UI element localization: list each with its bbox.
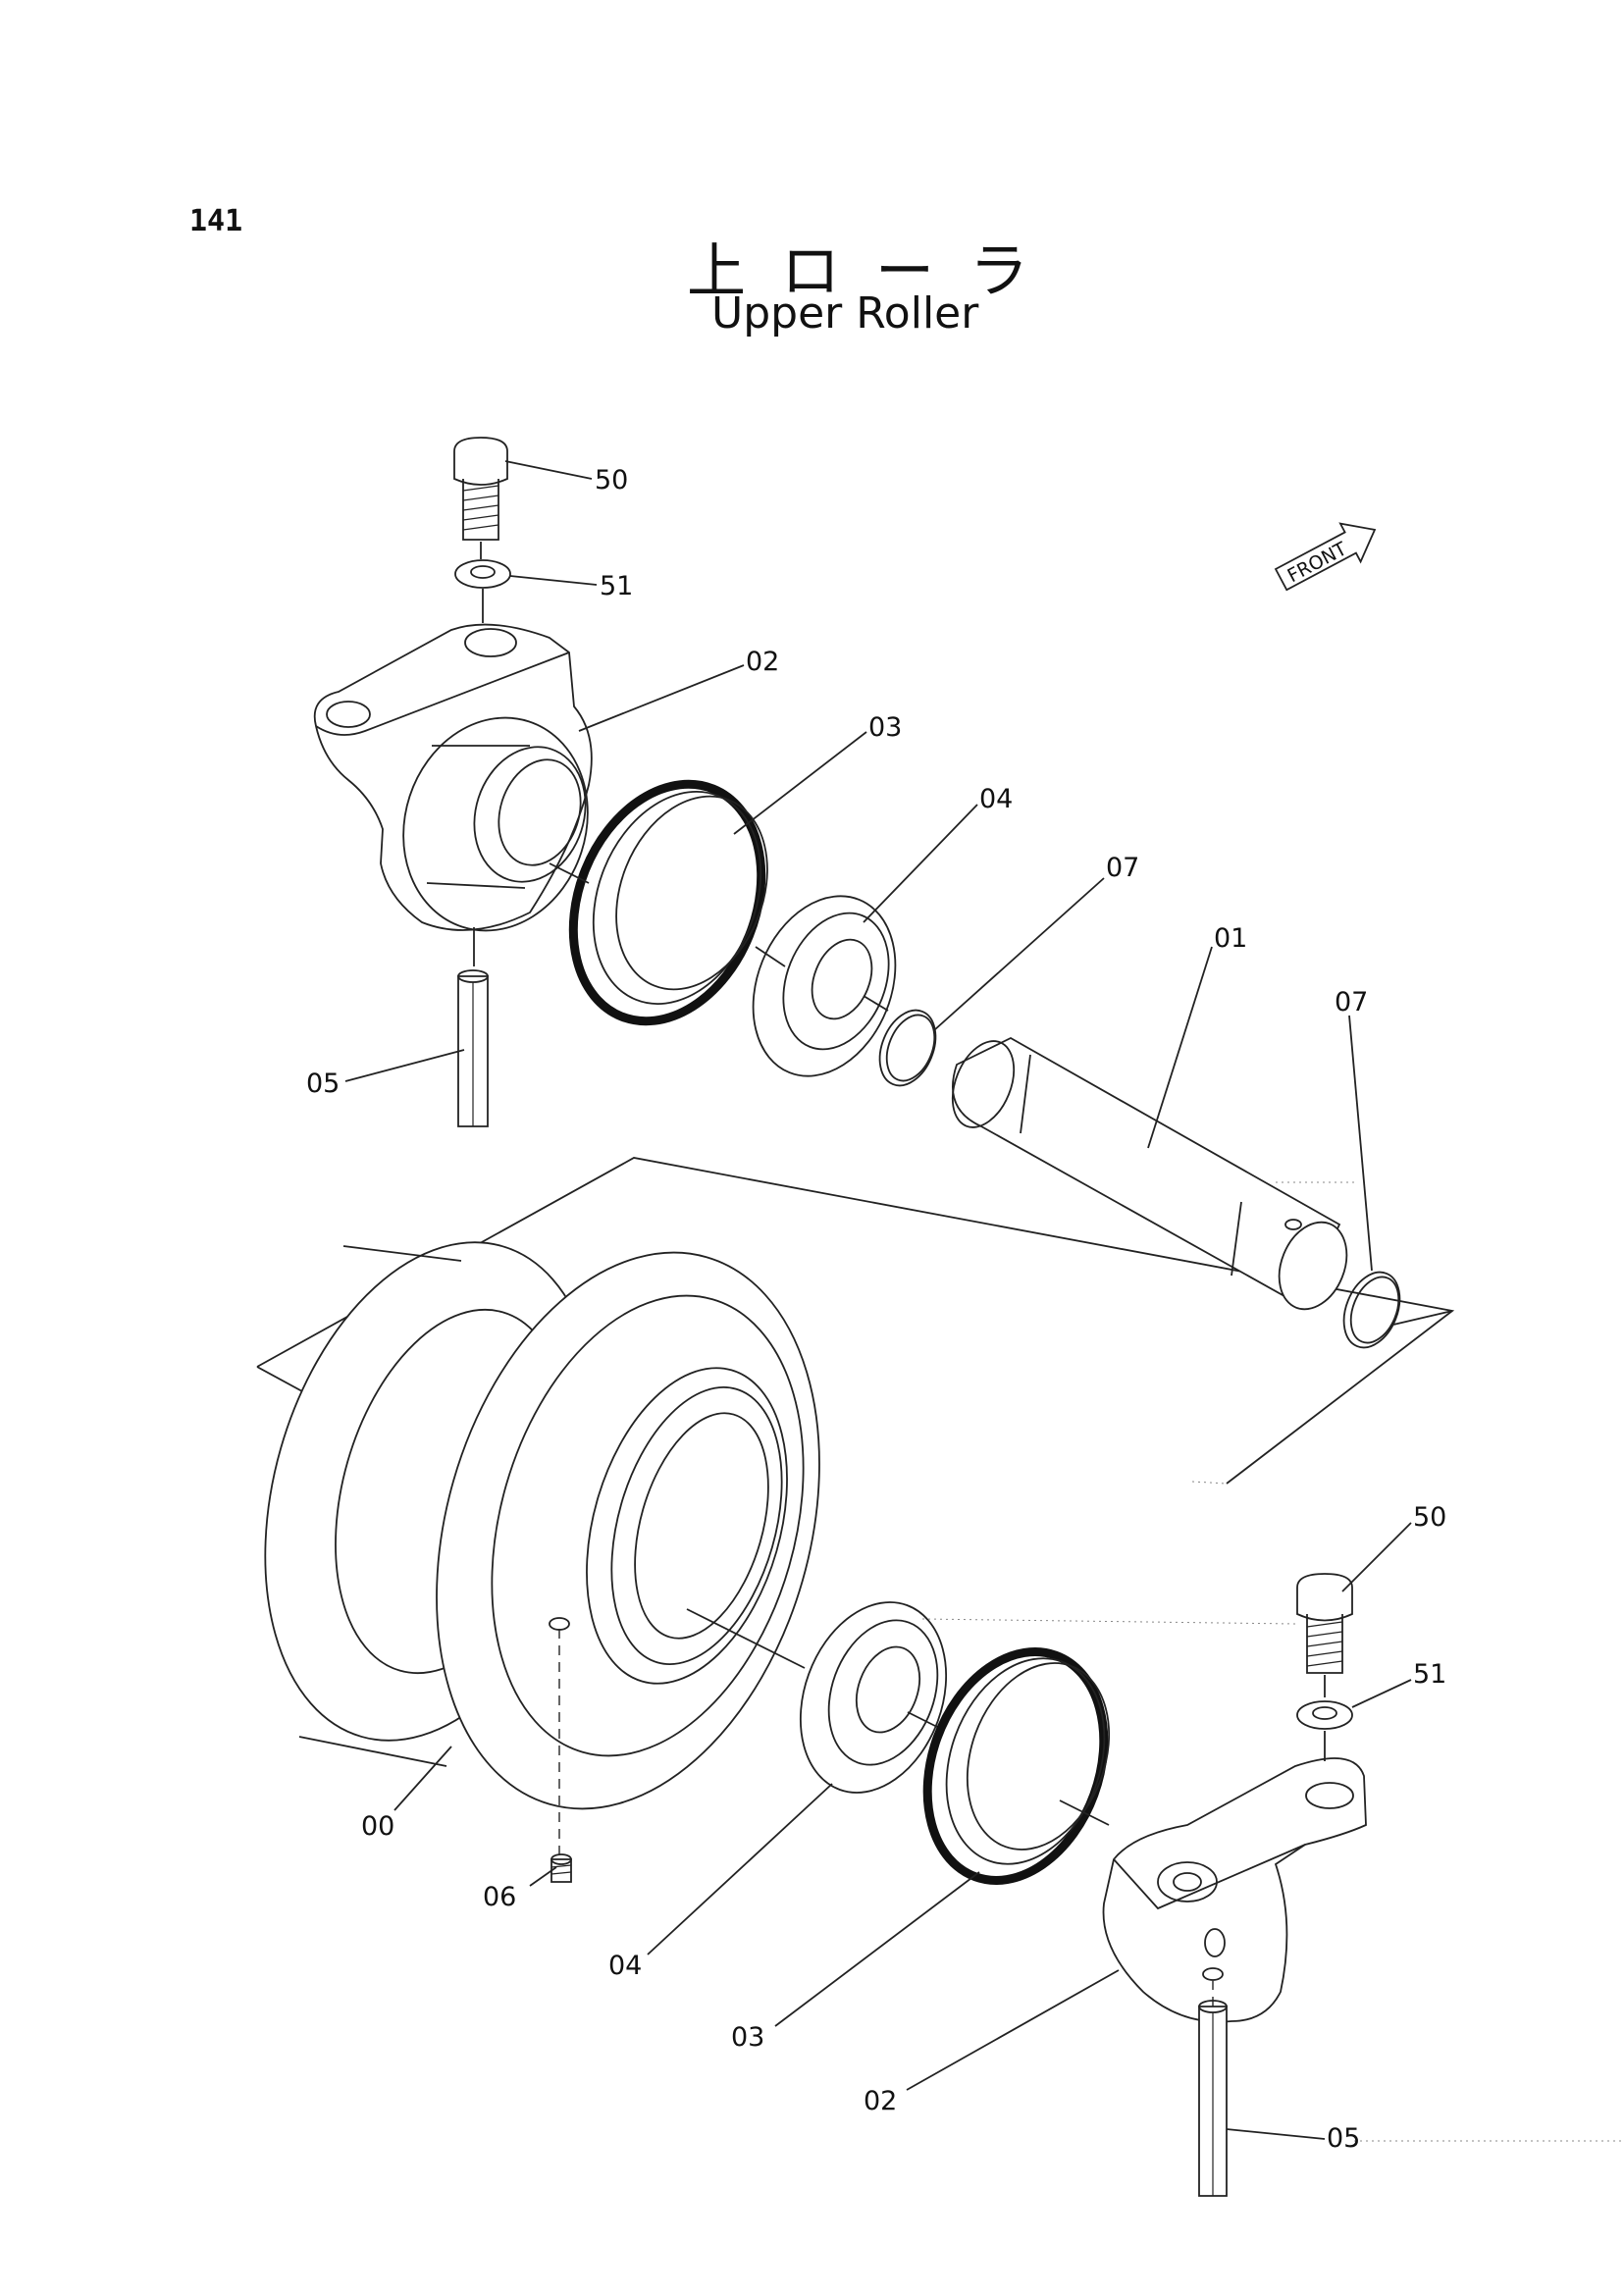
callout-bracket-top: 02 <box>746 647 779 677</box>
title-english: Upper Roller <box>711 288 979 339</box>
callout-washer-top: 51 <box>600 571 633 601</box>
callout-seal-bottom: 03 <box>731 2022 764 2053</box>
bolt-bottom <box>1296 1573 1353 1697</box>
leader-lines <box>344 460 1412 2140</box>
callout-pin-top: 05 <box>306 1069 340 1099</box>
pin-bottom <box>1198 2000 1228 2197</box>
callout-roller: 00 <box>361 1811 394 1842</box>
front-arrow-icon: FRONT <box>1274 522 1377 592</box>
shaft <box>951 1036 1348 1311</box>
callout-oring-right: 07 <box>1335 987 1368 1017</box>
callout-seal-top: 03 <box>868 712 902 743</box>
seal-top <box>549 779 768 1026</box>
oring-right <box>1342 1271 1453 1349</box>
washer-top <box>454 559 511 623</box>
bearing-top <box>752 895 897 1077</box>
title-japanese: 上ローラ <box>687 237 1064 306</box>
callout-bearing-bottom: 04 <box>608 1951 642 1981</box>
callout-pin-bottom: 05 <box>1327 2123 1360 2154</box>
callout-plug: 06 <box>483 1882 516 1912</box>
callout-washer-bottom: 51 <box>1413 1659 1446 1690</box>
callout-bolt-top: 50 <box>595 465 628 495</box>
bracket-bottom <box>1102 1757 1367 2023</box>
plug <box>550 1853 572 1883</box>
bracket-top <box>313 623 593 966</box>
front-label: FRONT <box>1283 538 1350 587</box>
seal-bottom <box>922 1647 1111 1885</box>
page-number: 141 <box>189 204 243 238</box>
washer-bottom <box>1296 1700 1353 1761</box>
roller <box>264 1241 820 1854</box>
bolt-top <box>453 437 508 559</box>
callout-labels: 50 51 02 03 04 07 01 07 05 00 06 04 03 0… <box>306 465 1446 2154</box>
callout-bolt-bottom: 50 <box>1413 1502 1446 1533</box>
callout-shaft: 01 <box>1214 923 1247 954</box>
bearing-bottom <box>799 1601 948 1794</box>
callout-oring-top: 07 <box>1106 853 1139 883</box>
callout-bracket-bottom: 02 <box>864 2086 897 2116</box>
callout-bearing-top: 04 <box>979 784 1013 814</box>
oring-top <box>878 1009 937 1087</box>
pin-top <box>457 969 489 1127</box>
